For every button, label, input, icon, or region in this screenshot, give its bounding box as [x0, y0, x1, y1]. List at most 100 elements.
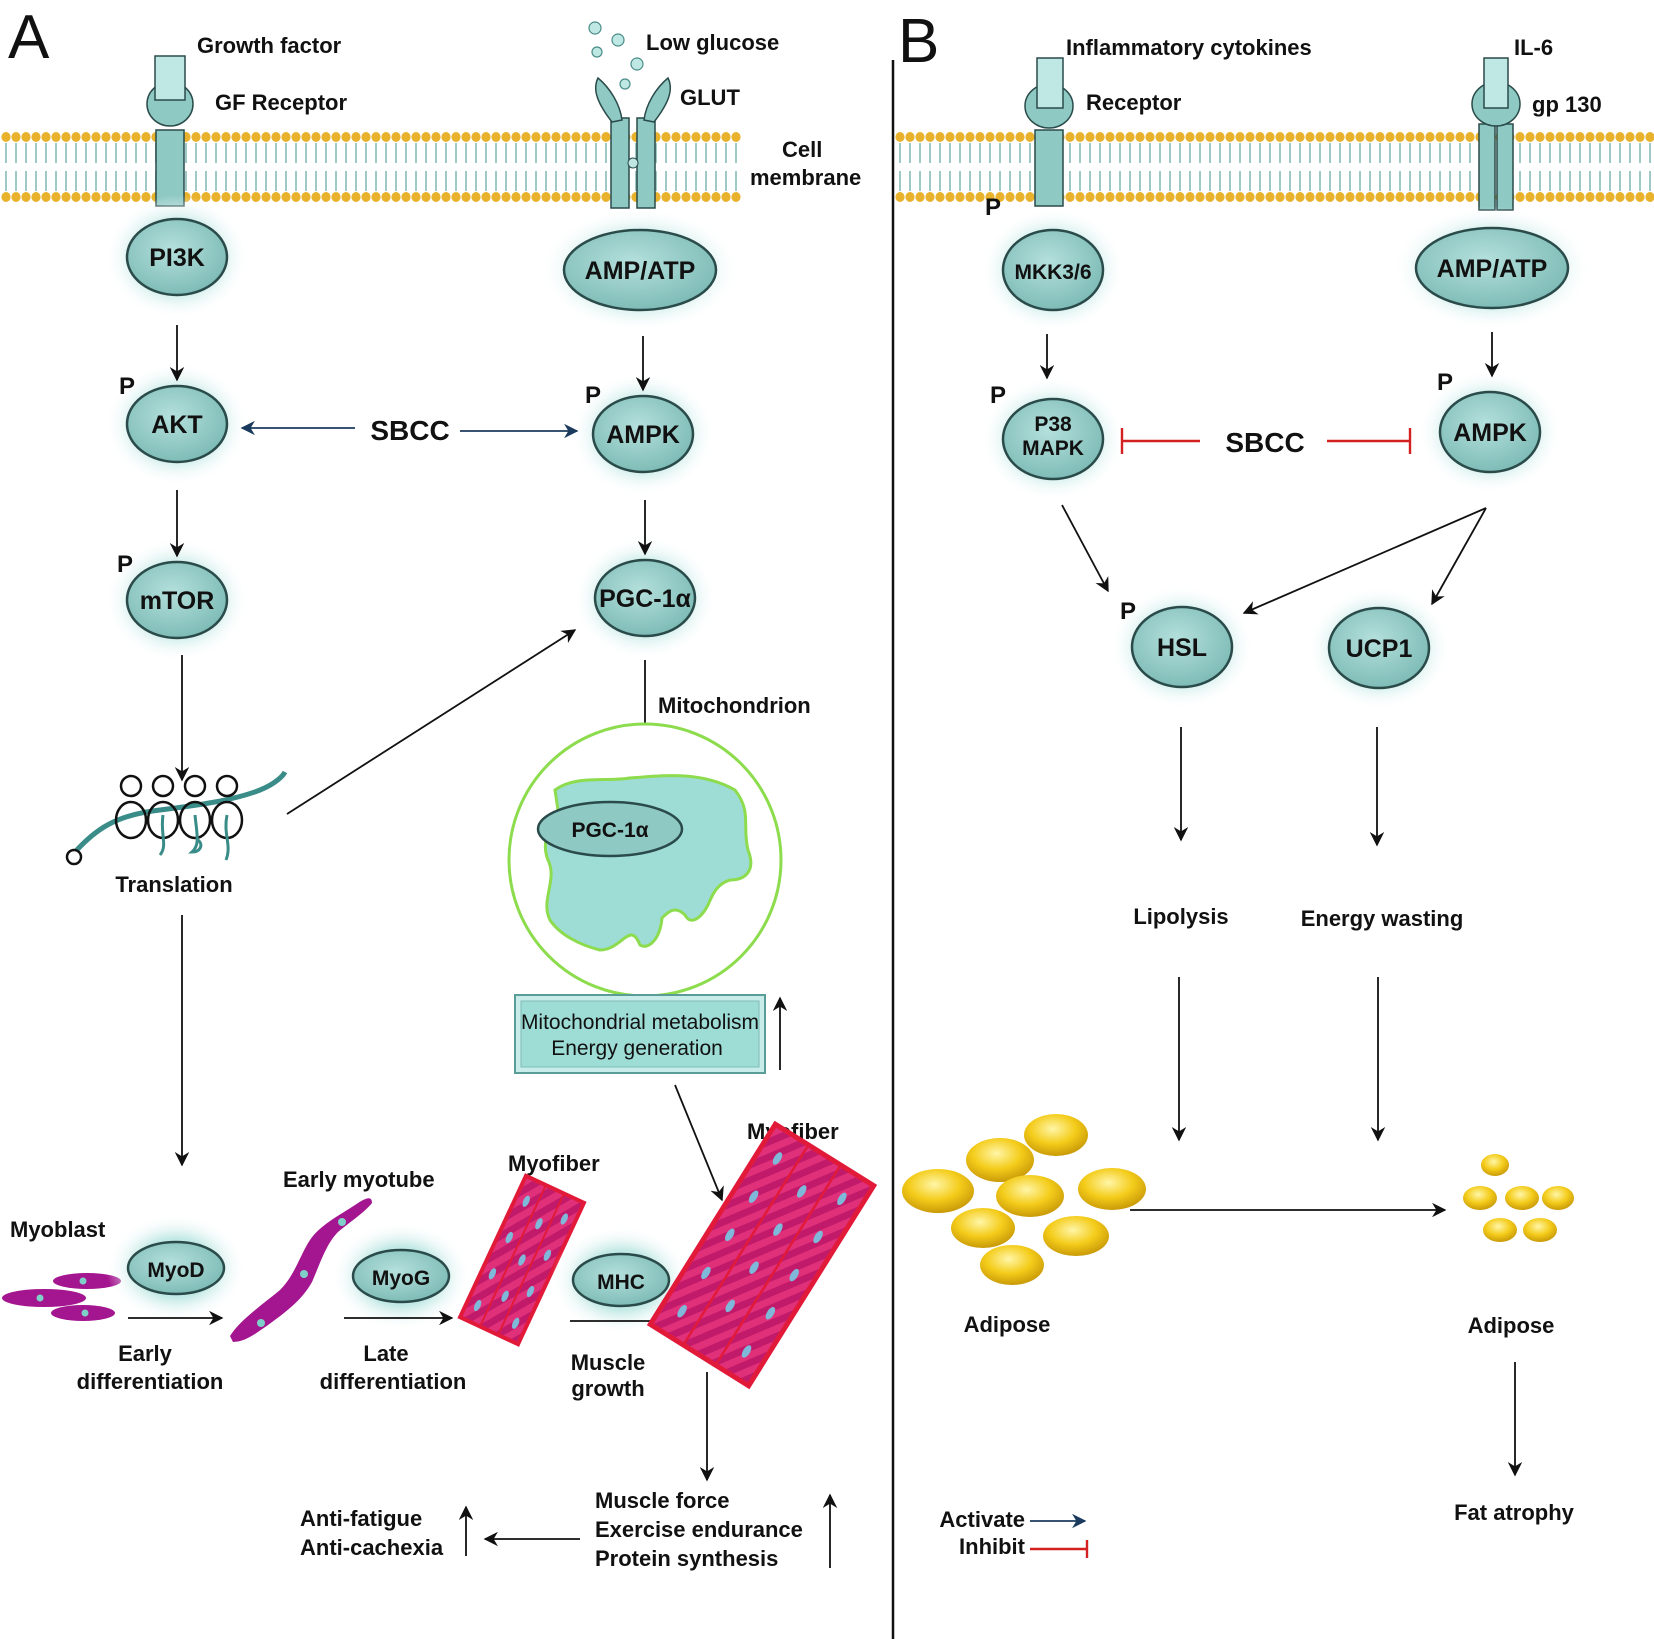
p38-phospho-label: P [990, 382, 1006, 409]
pgc1a-mito-label: PGC-1α [571, 819, 648, 842]
ampk-phospho-label-a: P [585, 382, 601, 409]
ucp1-label: UCP1 [1346, 635, 1413, 663]
mtor-phospho-label: P [117, 551, 133, 578]
translation-label: Translation [115, 872, 232, 897]
mkk36-label: MKK3/6 [1014, 261, 1091, 284]
arrow-p38-hsl [1061, 504, 1109, 593]
myod-node: MyoD [106, 1214, 246, 1322]
pgc1a-node: PGC-1α [573, 536, 717, 660]
arrow-mito-myofiber [674, 1084, 724, 1202]
lipolysis-label: Lipolysis [1133, 904, 1228, 929]
myog-label: MyoG [372, 1267, 430, 1290]
legend-inhibit-line [1030, 1540, 1089, 1558]
panel-b-letter: B [898, 7, 939, 76]
muscle-growth-label-2: growth [571, 1376, 644, 1401]
panel-a-letter: A [8, 3, 50, 72]
hsl-node: HSL [1110, 585, 1254, 709]
late-diff-label-2: differentiation [320, 1369, 467, 1394]
amp-atp-label-b: AMP/ATP [1437, 255, 1548, 283]
gp130-label: gp 130 [1532, 92, 1602, 117]
myofiber-label-1: Myofiber [508, 1151, 600, 1176]
early-diff-label-2: differentiation [77, 1369, 224, 1394]
ampk-phospho-label-b: P [1437, 369, 1453, 396]
inflammatory-cytokines-label: Inflammatory cytokines [1066, 35, 1312, 60]
myofiber-large-icon [646, 1120, 878, 1390]
mtor-node: mTOR [105, 538, 249, 662]
anti-fatigue-label: Anti-fatigue [300, 1506, 422, 1531]
sbcc-label-b: SBCC [1225, 427, 1304, 458]
adipose-large-icon [902, 1114, 1146, 1285]
inhibit-p38-line [1120, 428, 1200, 454]
mtor-label: mTOR [140, 587, 215, 615]
ampk-node-a: AMPK [571, 372, 715, 496]
arrow-translation-pgc1a [286, 629, 577, 815]
cell-membrane-label-2: membrane [750, 165, 861, 190]
mkk36-node: MKK3/6 [981, 208, 1125, 332]
mito-metabolism-label: Mitochondrial metabolism [521, 1011, 759, 1034]
p38-label: P38 [1034, 413, 1072, 436]
mkk36-phospho-label: P [985, 194, 1001, 221]
ampk-label-a: AMPK [606, 421, 680, 449]
adipose-label-2: Adipose [1468, 1313, 1555, 1338]
low-glucose-label: Low glucose [646, 30, 779, 55]
ucp1-node: UCP1 [1307, 586, 1451, 710]
ampk-label-b: AMPK [1453, 419, 1527, 447]
arrow-ampk-hsl [1242, 507, 1487, 615]
myog-node: MyoG [331, 1222, 471, 1330]
mapk-label: MAPK [1022, 437, 1084, 460]
il6-label: IL-6 [1514, 35, 1553, 60]
amp-atp-label-a: AMP/ATP [585, 257, 696, 285]
adipose-small-icon [1463, 1154, 1574, 1242]
myoblast-cells-icon [2, 1273, 121, 1321]
myoblast-label: Myoblast [10, 1217, 106, 1242]
cell-membrane-b [895, 132, 1654, 202]
akt-phospho-label: P [119, 373, 135, 400]
arrow-ampk-ucp1 [1431, 507, 1487, 606]
legend-inhibit-label: Inhibit [959, 1534, 1026, 1559]
mitochondrion-icon [507, 722, 783, 998]
fat-atrophy-label: Fat atrophy [1454, 1500, 1575, 1525]
ampk-node-b: AMPK [1418, 370, 1562, 494]
glucose-molecules-icon [588, 21, 644, 90]
receptor-label: Receptor [1086, 90, 1182, 115]
pi3k-label: PI3K [149, 244, 205, 272]
amp-atp-node-b: AMP/ATP [1392, 206, 1592, 330]
glut-label: GLUT [680, 85, 740, 110]
akt-node: AKT [105, 362, 249, 486]
energy-generation-label: Energy generation [551, 1037, 723, 1060]
amp-atp-node-a: AMP/ATP [540, 208, 740, 332]
late-diff-label-1: Late [363, 1341, 408, 1366]
gf-receptor-label: GF Receptor [215, 90, 347, 115]
early-myotube-icon [230, 1198, 372, 1342]
hsl-phospho-label: P [1120, 598, 1136, 625]
growth-factor-label: Growth factor [197, 33, 342, 58]
mitochondrion-label: Mitochondrion [658, 693, 811, 718]
mhc-label: MHC [597, 1271, 645, 1294]
early-myotube-label: Early myotube [283, 1167, 435, 1192]
sbcc-label-a: SBCC [370, 415, 449, 446]
protein-synthesis-label: Protein synthesis [595, 1546, 778, 1571]
mito-metabolism-box: Mitochondrial metabolism Energy generati… [514, 994, 766, 1074]
exercise-endurance-label: Exercise endurance [595, 1517, 803, 1542]
cell-membrane-a [1, 132, 741, 202]
glut-transporter-icon [594, 76, 672, 209]
akt-label: AKT [151, 411, 202, 439]
energy-wasting-label: Energy wasting [1301, 906, 1464, 931]
myod-label: MyoD [147, 1259, 204, 1282]
myofiber-small-icon [457, 1173, 587, 1347]
inhibit-ampk-line [1327, 428, 1412, 454]
pgc1a-mito-node: PGC-1α [536, 800, 684, 858]
translation-mrna-icon [65, 770, 288, 866]
p38-mapk-node: P38 MAPK [981, 377, 1125, 501]
early-diff-label-1: Early [118, 1341, 173, 1366]
gf-receptor-icon [146, 55, 194, 207]
cell-membrane-label-1: Cell [782, 137, 822, 162]
gp130-receptor-icon [1471, 57, 1521, 211]
muscle-force-label: Muscle force [595, 1488, 730, 1513]
muscle-growth-label-1: Muscle [571, 1350, 646, 1375]
pgc1a-label: PGC-1α [599, 585, 691, 613]
hsl-label: HSL [1157, 634, 1207, 662]
pi3k-node: PI3K [105, 195, 249, 319]
cytokine-receptor-icon [1024, 57, 1074, 207]
